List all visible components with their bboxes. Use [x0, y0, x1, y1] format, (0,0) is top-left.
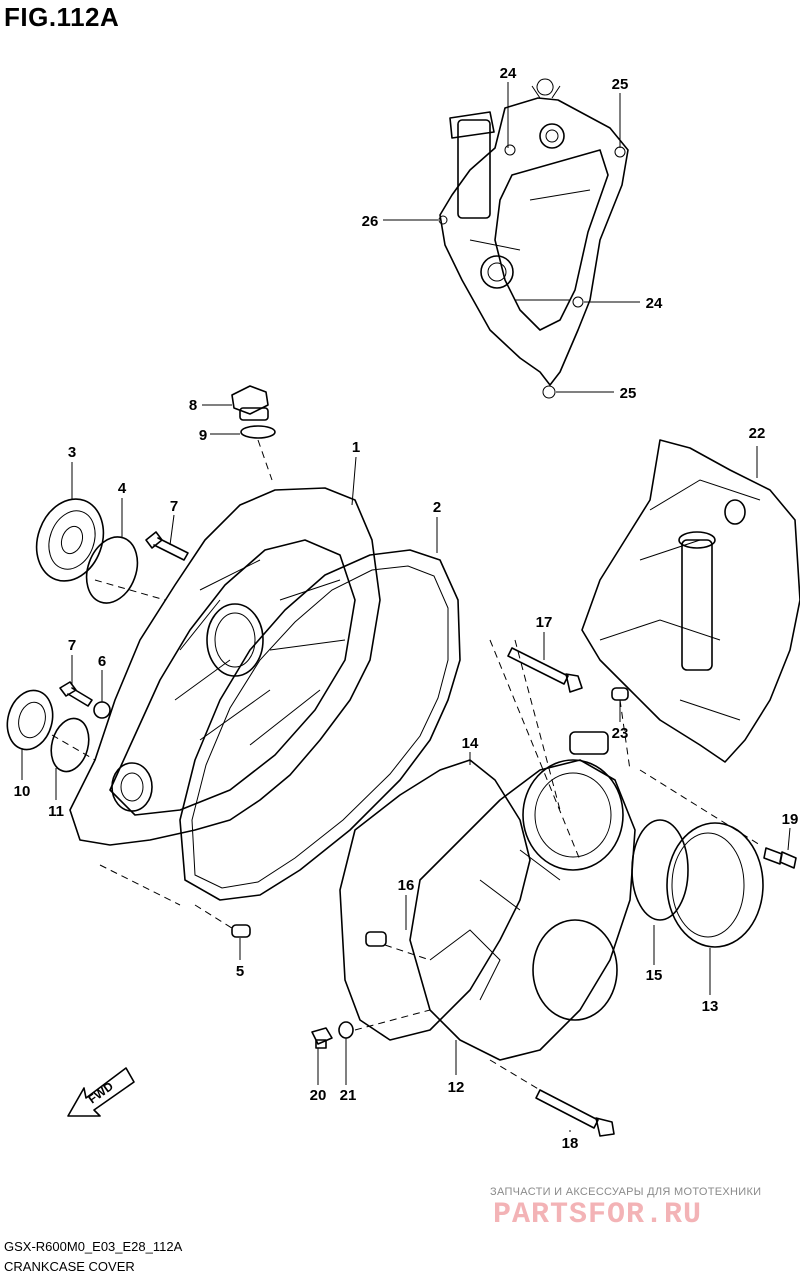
model-code: GSX-R600M0_E03_E28_112A: [4, 1239, 183, 1254]
dowel-pin-23: [611, 687, 629, 701]
callout-19: 19: [782, 811, 799, 828]
callout-3: 3: [68, 444, 76, 461]
callout-25: 25: [620, 385, 637, 402]
callout-24: 24: [646, 295, 663, 312]
gasket-14: [339, 759, 531, 1041]
bolt-7-lower: [59, 681, 93, 707]
washer-21: [338, 1021, 354, 1039]
crankcase-cover-1: [69, 487, 381, 846]
callout-17: 17: [536, 614, 553, 631]
gasket-2: [179, 549, 461, 901]
watermark-tagline: ЗАПЧАСТИ И АКСЕССУАРЫ ДЛЯ МОТОТЕХНИКИ: [490, 1186, 762, 1198]
callout-13: 13: [702, 998, 719, 1015]
figure-title: FIG.112A: [4, 2, 120, 32]
callout-labels: 24 25 26 24 25 8 9 1 2 22 3 4 7 7 6 10 1…: [14, 65, 799, 1152]
callout-12: 12: [448, 1079, 465, 1096]
upper-bracket-cover: [438, 78, 629, 399]
diagram-caption: CRANKCASE COVER: [4, 1259, 135, 1274]
bolt-20: [311, 1027, 333, 1049]
callout-20: 20: [310, 1087, 327, 1104]
plug-10: [6, 689, 54, 751]
o-ring-4: [85, 536, 139, 604]
callout-23: 23: [612, 725, 629, 742]
assembly-guides: [51, 579, 761, 1091]
callout-14: 14: [462, 735, 479, 752]
callout-8: 8: [189, 397, 197, 414]
callout-2: 2: [433, 499, 441, 516]
callout-7: 7: [170, 498, 178, 515]
callout-6: 6: [98, 653, 106, 670]
callout-25: 25: [612, 76, 629, 93]
oil-filler-cap: [231, 385, 276, 481]
bolt-19: [763, 847, 797, 869]
callout-1: 1: [352, 439, 360, 456]
bolt-18: [535, 1089, 615, 1137]
dowel-pin-16: [365, 931, 387, 947]
cover-22: [581, 439, 800, 763]
plug-3: [35, 498, 105, 582]
callout-16: 16: [398, 877, 415, 894]
callout-4: 4: [118, 480, 127, 497]
watermark-logo: PARTSFOR.RU: [493, 1198, 703, 1232]
callout-24: 24: [500, 65, 517, 82]
bolt-17: [507, 647, 583, 693]
callout-11: 11: [48, 803, 64, 820]
clutch-cover-12: [409, 731, 636, 1061]
callout-7: 7: [68, 637, 76, 654]
cover-13: [666, 822, 764, 948]
o-ring-11: [50, 717, 90, 773]
callout-22: 22: [749, 425, 766, 442]
callout-9: 9: [199, 427, 207, 444]
washer-6: [93, 701, 111, 719]
callout-18: 18: [562, 1135, 579, 1152]
callout-21: 21: [340, 1087, 357, 1104]
callout-5: 5: [236, 963, 244, 980]
o-ring-15: [631, 819, 689, 921]
bolt-7-upper: [145, 531, 189, 561]
fwd-arrow: FWD: [67, 1067, 135, 1117]
callout-10: 10: [14, 783, 31, 800]
callout-15: 15: [646, 967, 663, 984]
dowel-pin-5: [231, 924, 251, 938]
leader-lines: [21, 82, 791, 1132]
callout-26: 26: [362, 213, 379, 230]
